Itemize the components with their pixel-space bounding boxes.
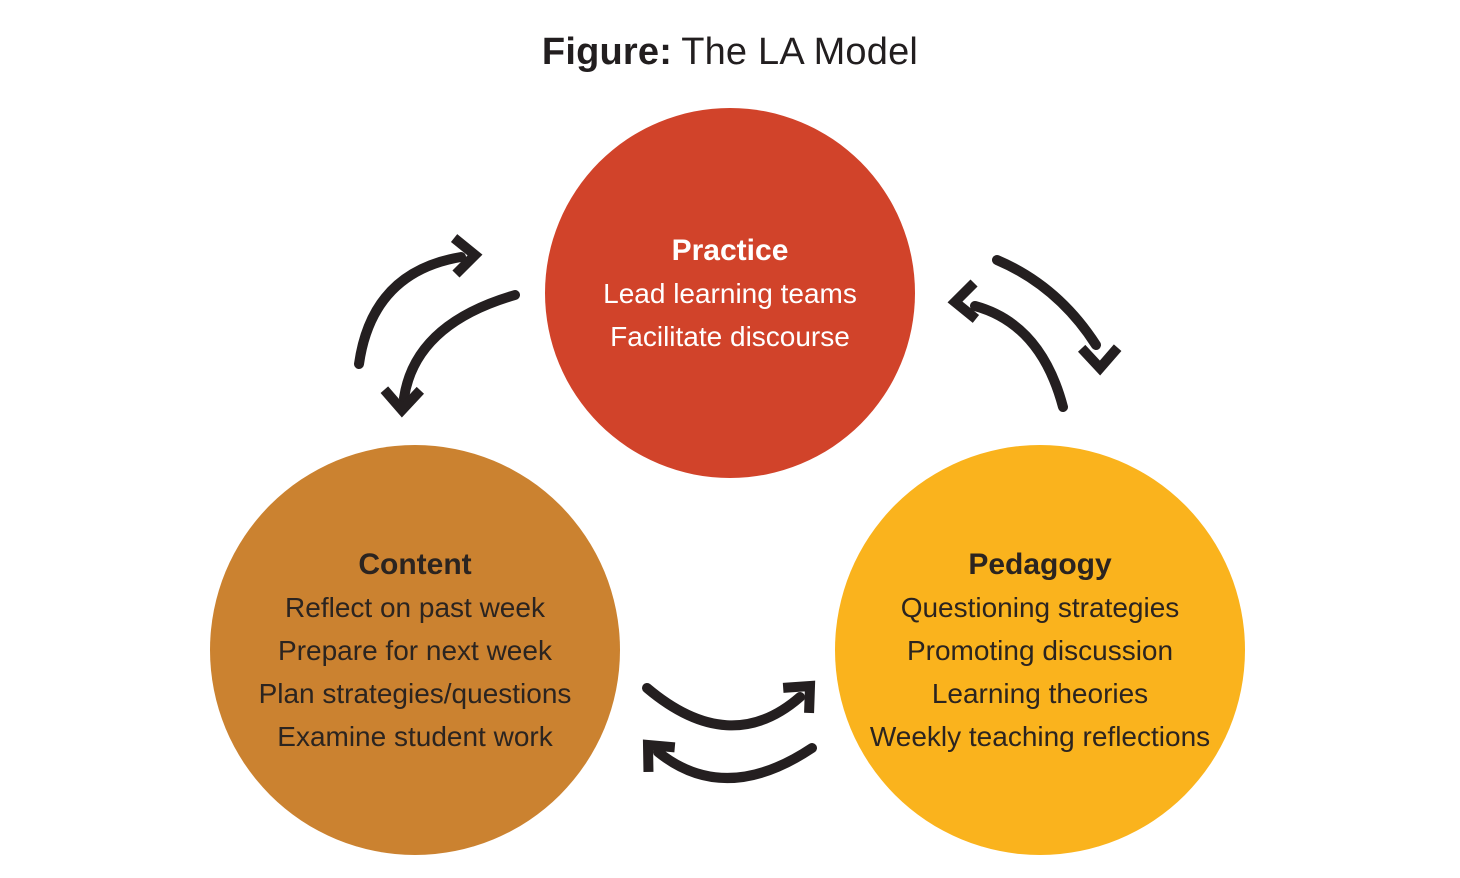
figure-title: Figure:The LA Model xyxy=(0,28,1460,76)
pedagogy-line: Learning theories xyxy=(931,677,1149,709)
curved-arrow-practice-to-content-icon xyxy=(380,290,520,418)
practice-heading: Practice xyxy=(671,233,789,267)
pedagogy-heading: Pedagogy xyxy=(968,547,1112,581)
curved-arrow-practice-to-pedagogy-icon xyxy=(992,255,1122,376)
pedagogy-circle: Pedagogy Questioning strategies Promotin… xyxy=(835,445,1245,855)
pedagogy-line: Questioning strategies xyxy=(900,591,1180,623)
content-heading: Content xyxy=(358,547,472,581)
arrow-curve xyxy=(653,743,817,783)
content-line: Plan strategies/questions xyxy=(258,677,572,709)
content-line: Prepare for next week xyxy=(278,634,552,666)
curved-arrow-pedagogy-to-practice-icon xyxy=(947,279,1068,412)
arrow-curve xyxy=(354,252,466,369)
pedagogy-line: Promoting discussion xyxy=(906,634,1174,666)
arrow-curve xyxy=(970,301,1068,412)
content-line: Reflect on past week xyxy=(285,591,545,623)
arrow-head xyxy=(642,739,676,772)
pedagogy-line: Weekly teaching reflections xyxy=(869,720,1211,752)
practice-line: Lead learning teams xyxy=(603,277,857,309)
pedagogy-circle-text: Pedagogy Questioning strategies Promotin… xyxy=(835,543,1245,758)
figure-title-prefix: Figure: xyxy=(541,31,673,73)
practice-circle: Practice Lead learning teams Facilitate … xyxy=(545,108,915,478)
arrow-head xyxy=(380,386,425,418)
arrow-head xyxy=(947,279,980,323)
content-circle-text: Content Reflect on past week Prepare for… xyxy=(210,543,620,758)
figure-title-text: The LA Model xyxy=(681,31,919,73)
content-circle: Content Reflect on past week Prepare for… xyxy=(210,445,620,855)
arrow-head xyxy=(450,234,483,278)
arrow-curve xyxy=(399,290,520,403)
curved-arrow-content-to-practice-icon xyxy=(354,234,483,369)
practice-line: Facilitate discourse xyxy=(610,320,850,352)
curved-arrow-content-to-pedagogy-icon xyxy=(642,680,816,731)
curved-arrow-pedagogy-to-content-icon xyxy=(642,739,817,783)
arrow-head xyxy=(782,680,816,714)
arrow-curve xyxy=(642,683,805,731)
arrow-curve xyxy=(992,255,1101,350)
arrow-head xyxy=(1077,344,1122,376)
practice-circle-text: Practice Lead learning teams Facilitate … xyxy=(545,229,915,358)
content-line: Examine student work xyxy=(277,720,553,752)
